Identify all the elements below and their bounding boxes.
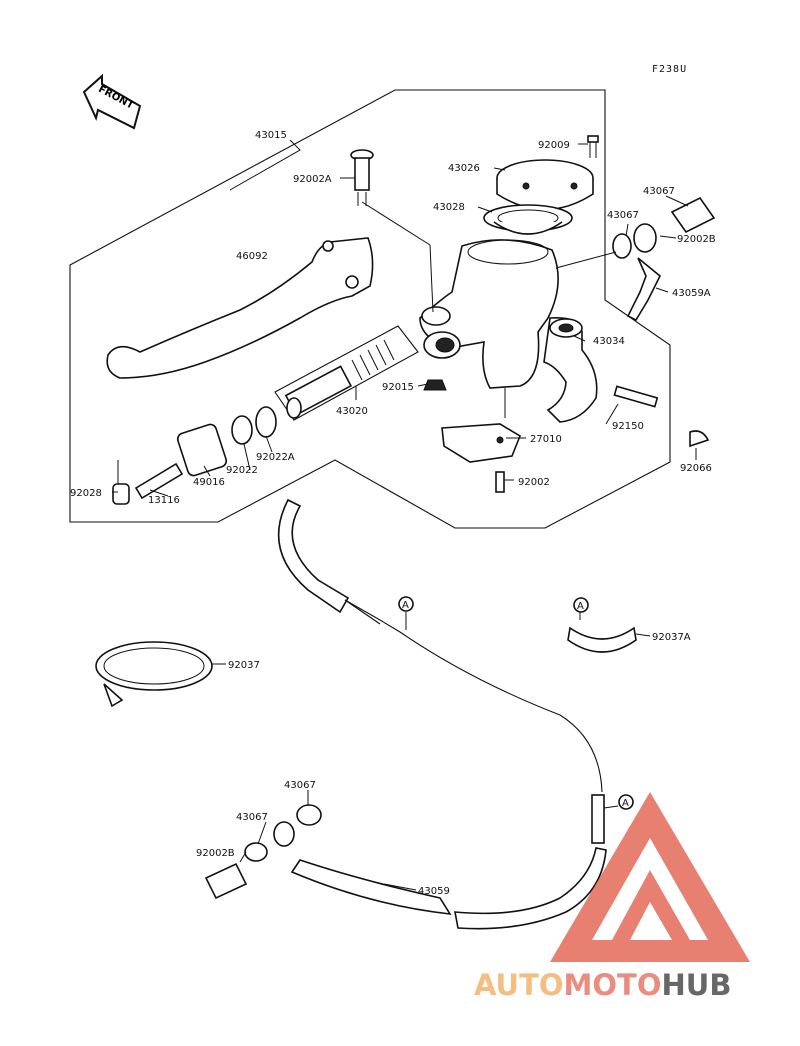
cap-screw [587,135,599,158]
circlip [231,406,277,445]
label-43034: 43034 [593,336,625,347]
label-27010: 27010 [530,434,562,445]
watermark-auto: AUTO [474,968,564,1002]
banjo-bolt-bottom [204,862,248,900]
rubber-boot [176,423,228,477]
label-43059A: 43059A [672,288,711,299]
label-43067-top-a: 43067 [643,186,675,197]
diagram-code: F238U [652,64,687,75]
svg-text:A: A [577,601,584,612]
label-92037: 92037 [228,660,260,671]
label-92037A: 92037A [652,632,691,643]
label-43067-bottom-a: 43067 [284,780,316,791]
label-13116: 13116 [148,495,180,506]
label-43059: 43059 [418,886,450,897]
label-92002: 92002 [518,477,550,488]
label-92022A: 92022A [256,452,295,463]
svg-text:A: A [622,798,629,809]
label-92066: 92066 [680,463,712,474]
label-92002A: 92002A [293,174,332,185]
label-43026: 43026 [448,163,480,174]
reservoir-diaphragm [483,204,573,235]
washer-bottom [244,804,322,862]
pivot-bolt [350,149,374,206]
label-92022: 92022 [226,465,258,476]
watermark-moto: MOTO [564,968,662,1002]
watermark-logo: AUTOMOTOHUB [474,792,750,1002]
clamp-bolt [613,385,659,408]
push-rod [134,462,184,500]
piston-kit [274,325,419,421]
clutch-switch [441,423,521,463]
label-43028: 43028 [433,202,465,213]
washer-top [612,223,657,259]
hose-fitting-top [626,257,662,322]
banjo-bolt-top [670,196,716,234]
label-46092: 46092 [236,251,268,262]
watermark-triangle [550,792,750,962]
label-49016: 49016 [193,477,225,488]
callout-a-fitting: A [618,794,634,810]
hose-fitting-bottom [273,821,295,847]
reservoir-cap [496,159,594,211]
hose-clamp-92037A [567,626,637,653]
watermark-hub: HUB [662,968,732,1002]
handlebar-clamp [543,316,598,423]
clutch-hose [277,498,607,930]
front-arrow: FRONT [82,73,142,130]
clutch-lever [106,237,374,379]
mirror-cap [689,430,710,448]
callout-a-band: A [573,597,589,613]
label-43020: 43020 [336,406,368,417]
label-92002B-top: 92002B [677,234,716,245]
nut [423,379,447,391]
svg-text:A: A [402,600,409,611]
leader-lines [112,139,697,891]
label-92015: 92015 [382,382,414,393]
switch-screw [495,471,505,493]
label-43067-bottom-b: 43067 [236,812,268,823]
svg-text:AUTOMOTOHUB: AUTOMOTOHUB [474,968,731,1002]
callout-a-hose: A [398,596,414,612]
label-43067-top-b: 43067 [607,210,639,221]
dust-cap [112,483,130,505]
label-43015: 43015 [255,130,287,141]
cable-band-92037 [95,641,213,708]
label-92150: 92150 [612,421,644,432]
label-92028: 92028 [70,488,102,499]
master-cylinder-body [419,239,559,389]
label-92009: 92009 [538,140,570,151]
label-92002B-bottom: 92002B [196,848,235,859]
assembly-outline [69,89,671,529]
